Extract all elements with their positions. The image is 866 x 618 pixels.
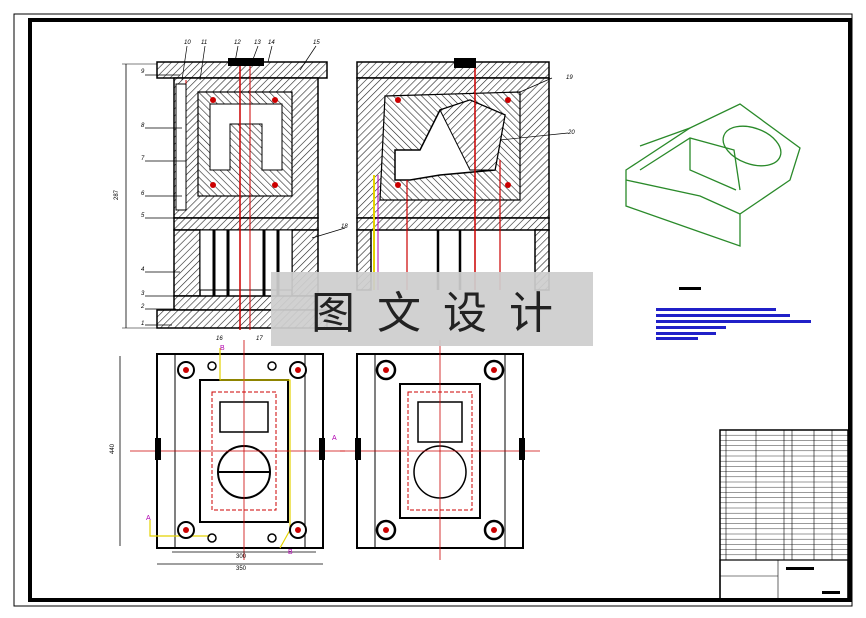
plan-view-cavity-side (340, 340, 540, 560)
part-number-label: 7 (141, 156, 145, 162)
dimension-width-outer-label: 350 (236, 566, 247, 572)
dimension-plan-height-label: 440 (110, 443, 116, 454)
leader-lines (145, 45, 569, 326)
part-number-label: 11 (201, 40, 207, 46)
dimension-height-label: 287 (114, 189, 120, 200)
watermark-banner: 图文设计 (271, 272, 593, 346)
part-number-label: 3 (141, 291, 145, 297)
part-number-label: 12 (234, 40, 241, 46)
inner-frame (28, 18, 852, 602)
part-number-label: 20 (567, 130, 575, 136)
section-mark-a: A (146, 515, 151, 522)
part-number-label: 6 (141, 191, 145, 197)
section-mark-b: B (288, 549, 293, 556)
technical-notes (656, 287, 811, 340)
part-number-label: 9 (141, 69, 145, 75)
part-number-label: 10 (184, 40, 191, 46)
part-number-label: 19 (566, 75, 573, 81)
part-number-label: 2 (140, 304, 145, 310)
section-mark-b: B (220, 345, 225, 352)
part-number-label: 17 (256, 336, 263, 342)
part-number-label: 18 (341, 224, 348, 230)
part-number-label: 16 (216, 336, 223, 342)
part-number-label: 15 (313, 40, 320, 46)
part-number-label: 13 (254, 40, 261, 46)
part-number-label: 1 (141, 321, 144, 327)
side-section-view (356, 58, 550, 291)
watermark-text: 图文设计 (311, 288, 575, 339)
part-number-label: 4 (141, 267, 145, 273)
dimension-width-inner-label: 300 (236, 554, 247, 560)
isometric-part-view (625, 103, 801, 247)
parts-list-table (719, 429, 849, 601)
section-mark-a: A (332, 435, 337, 442)
part-number-label: 5 (141, 213, 145, 219)
front-section-view (122, 58, 328, 330)
part-number-label: 8 (141, 123, 145, 129)
plan-view-core-side (119, 340, 345, 565)
part-number-label: 14 (268, 40, 275, 46)
bolt-holes-left (155, 361, 325, 543)
